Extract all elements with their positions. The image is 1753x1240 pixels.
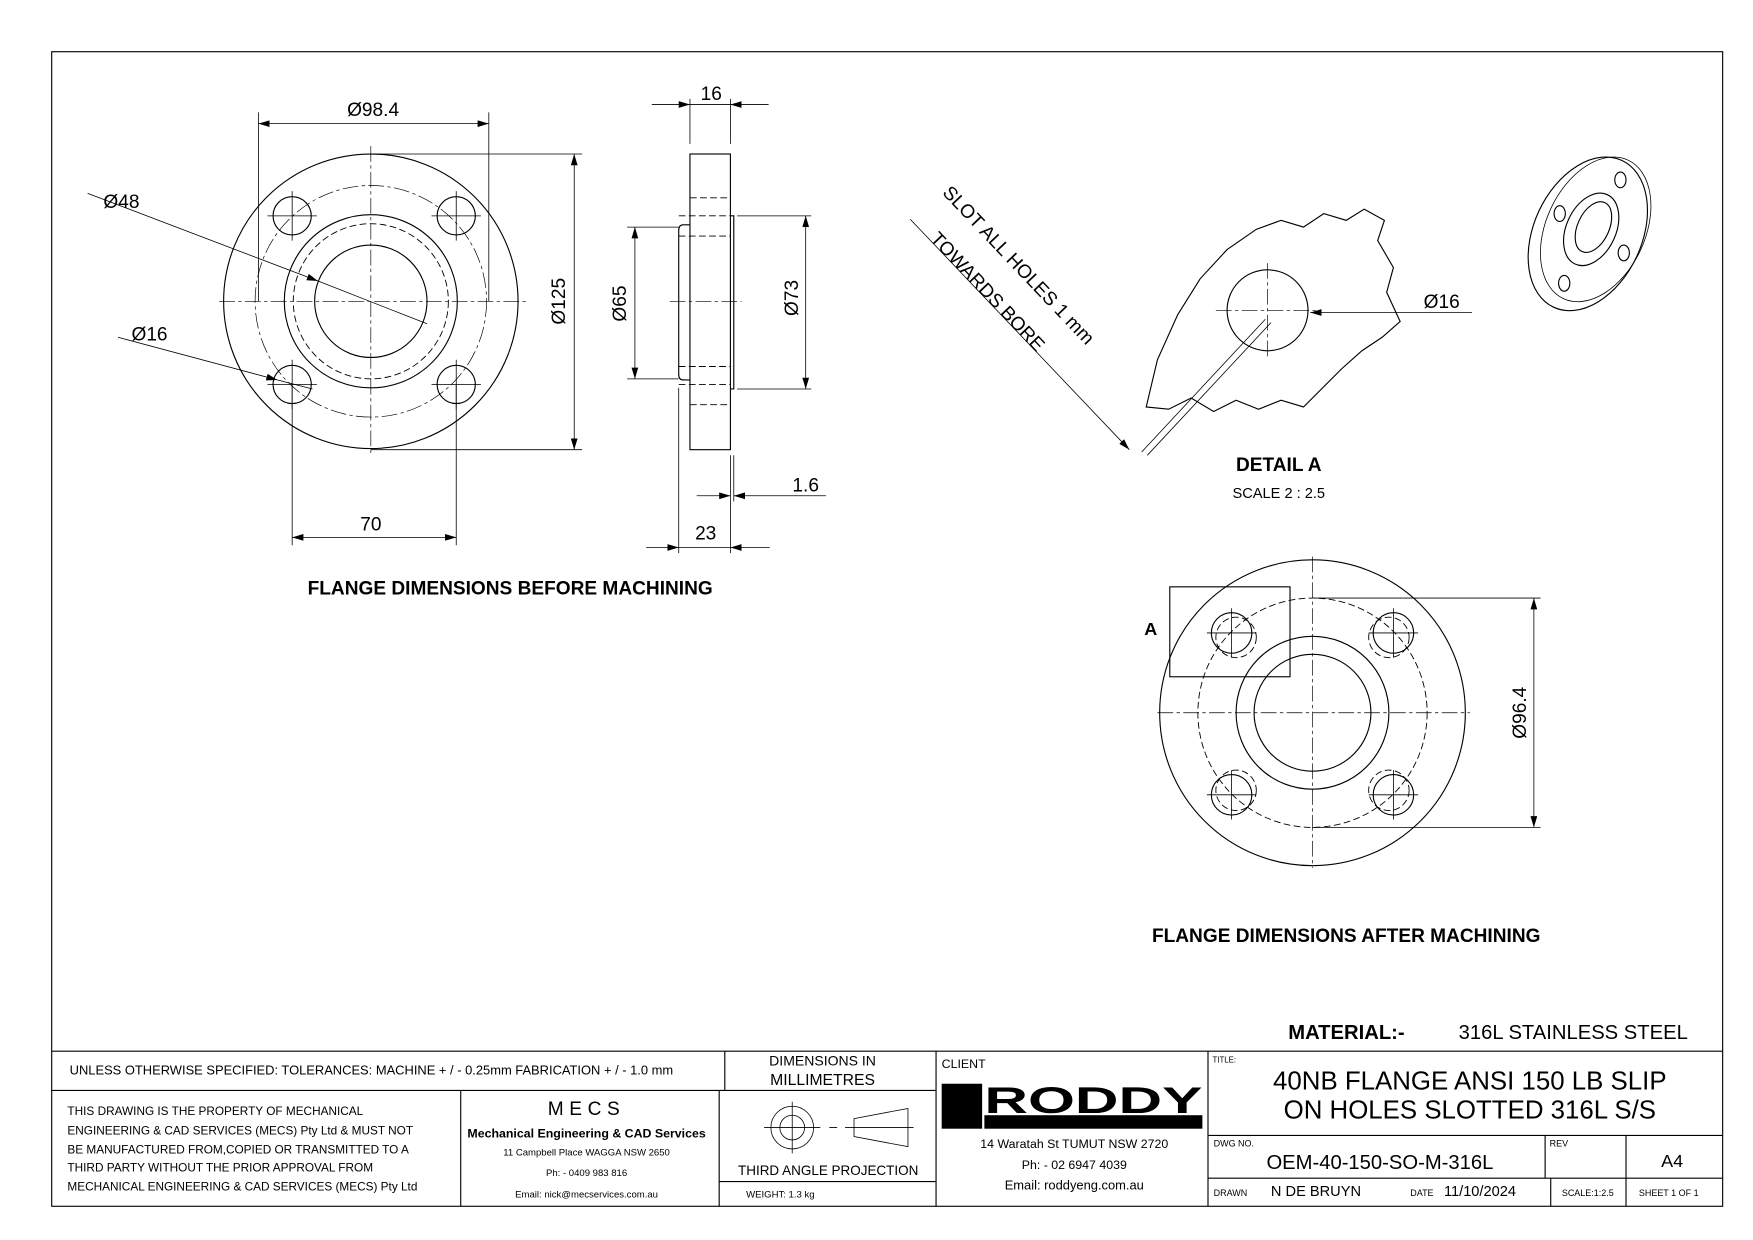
mecs-phone: Ph: - 0409 983 816	[546, 1168, 627, 1179]
front-view-after: A Ø96.4	[1144, 556, 1541, 868]
svg-text:THIS DRAWING IS THE PROPERTY O: THIS DRAWING IS THE PROPERTY OF MECHANIC…	[67, 1104, 363, 1118]
date: 11/10/2024	[1444, 1184, 1516, 1200]
dim-73: Ø73	[782, 280, 803, 316]
svg-text:MECHANICAL ENGINEERING & CAD S: MECHANICAL ENGINEERING & CAD SERVICES (M…	[67, 1180, 417, 1194]
roddy-logo: R RODDY ENGINEERING	[941, 1079, 1203, 1130]
mecs-name: Mechanical Engineering & CAD Services	[467, 1127, 705, 1141]
tolerances-note: UNLESS OTHERWISE SPECIFIED: TOLERANCES: …	[70, 1063, 673, 1078]
svg-text:ENGINEERING & CAD SERVICES (ME: ENGINEERING & CAD SERVICES (MECS) Pty Lt…	[67, 1123, 413, 1137]
title-block: UNLESS OTHERWISE SPECIFIED: TOLERANCES: …	[51, 1050, 1723, 1207]
rev-label: REV	[1550, 1139, 1568, 1149]
weight: WEIGHT: 1.3 kg	[746, 1189, 814, 1200]
svg-text:RODDY: RODDY	[984, 1079, 1202, 1121]
dwg-no: OEM-40-150-SO-M-316L	[1266, 1152, 1493, 1174]
projection-label: THIRD ANGLE PROJECTION	[738, 1163, 918, 1178]
drawing-title-line1: 40NB FLANGE ANSI 150 LB SLIP	[1273, 1067, 1667, 1095]
date-label: DATE	[1410, 1188, 1433, 1198]
heading-after-machining: FLANGE DIMENSIONS AFTER MACHINING	[1152, 926, 1541, 947]
detail-dim-16: Ø16	[1424, 292, 1460, 313]
client-label: CLIENT	[942, 1057, 986, 1071]
dim-23: 23	[695, 524, 716, 545]
title-label: TITLE:	[1212, 1055, 1236, 1064]
units-line1: DIMENSIONS IN	[769, 1053, 876, 1069]
side-view-before: 16 Ø65 Ø73 1.6 23	[610, 84, 826, 554]
sheet-size: A4	[1661, 1151, 1683, 1171]
dim-96-4: Ø96.4	[1510, 686, 1531, 738]
mecs-email: Email: nick@mecservices.com.au	[515, 1189, 658, 1200]
dim-70: 70	[360, 515, 381, 536]
dim-1-6: 1.6	[792, 475, 819, 496]
detail-a-callout: A	[1144, 619, 1157, 639]
front-view-before: Ø98.4 Ø125 70 Ø48 Ø16	[87, 100, 583, 546]
detail-scale: SCALE 2 : 2.5	[1233, 486, 1326, 502]
detail-a-view: Ø16 SLOT ALL HOLES 1 mm TOWARDS BORE DET…	[909, 182, 1473, 502]
material-label: MATERIAL:-	[1288, 1022, 1404, 1044]
drawn-label: DRAWN	[1214, 1188, 1248, 1198]
svg-text:THIRD PARTY WITHOUT THE PRIOR: THIRD PARTY WITHOUT THE PRIOR APPROVAL F…	[67, 1160, 373, 1174]
mecs-address: 11 Campbell Place WAGGA NSW 2650	[503, 1148, 670, 1159]
material-value: 316L STAINLESS STEEL	[1459, 1022, 1688, 1044]
client-phone: Ph: - 02 6947 4039	[1022, 1158, 1127, 1172]
isometric-view	[1527, 156, 1652, 312]
drawing-title-line2: ON HOLES SLOTTED 316L S/S	[1284, 1097, 1656, 1125]
heading-before-machining: FLANGE DIMENSIONS BEFORE MACHINING	[308, 579, 713, 600]
dim-65: Ø65	[610, 285, 631, 321]
dim-thickness-16: 16	[701, 84, 722, 105]
drawing-border	[51, 51, 1724, 1207]
detail-title: DETAIL A	[1236, 455, 1322, 476]
dim-125: Ø125	[549, 278, 570, 325]
client-email: Email: roddyeng.com.au	[1005, 1177, 1144, 1192]
dim-98-4: Ø98.4	[347, 100, 399, 121]
dim-48: Ø48	[103, 192, 139, 213]
slotted-holes	[1206, 608, 1419, 820]
scale: SCALE:1:2.5	[1562, 1188, 1614, 1198]
svg-text:R: R	[950, 1091, 974, 1129]
third-angle-projection-icon	[764, 1101, 914, 1154]
units-line2: MILLIMETRES	[770, 1072, 875, 1089]
sheet-number: SHEET 1 OF 1	[1639, 1188, 1699, 1198]
dim-16-hole: Ø16	[131, 325, 167, 346]
drawn-by: N DE BRUYN	[1271, 1184, 1361, 1200]
mecs-logo: MECS	[548, 1099, 626, 1120]
client-address: 14 Waratah St TUMUT NSW 2720	[980, 1137, 1168, 1151]
property-notice: THIS DRAWING IS THE PROPERTY OF MECHANIC…	[67, 1104, 417, 1193]
dwg-no-label: DWG NO.	[1214, 1139, 1254, 1149]
svg-text:BE MANUFACTURED FROM,COPIED OR: BE MANUFACTURED FROM,COPIED OR TRANSMITT…	[67, 1142, 409, 1156]
